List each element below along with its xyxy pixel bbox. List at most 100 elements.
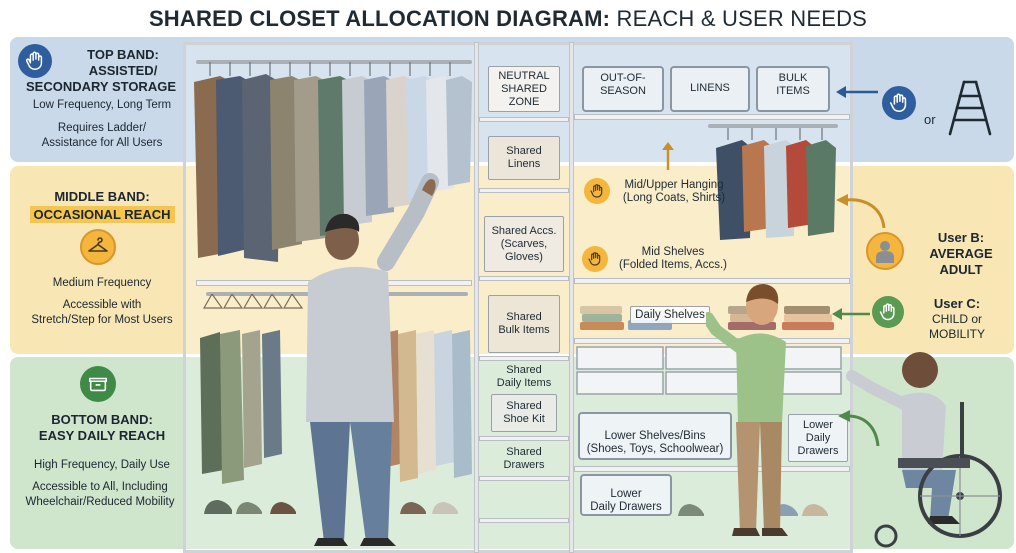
- shared-drawers-line2: Drawers: [503, 459, 545, 471]
- top-band-heading: TOP BAND: ASSISTED/: [58, 47, 188, 79]
- up-arrow-icon: [660, 140, 676, 170]
- person-child-reaching: [702, 284, 802, 546]
- top-band-heading-line2: ASSISTED/: [88, 63, 158, 78]
- hand-assist-icon: [882, 86, 916, 120]
- bin-linens: LINENS: [670, 66, 750, 112]
- mid-shelves-line2: (Folded Items, Accs.): [618, 259, 727, 271]
- shared-zone-header-line2: SHARED: [501, 82, 547, 95]
- bottom-band-access: Accessible to All, Including Wheelchair/…: [10, 480, 190, 510]
- bin-bulk-line2: ITEMS: [776, 85, 810, 97]
- bottom-band-frequency: High Frequency, Daily Use: [34, 459, 170, 471]
- lower-shelves-label: Lower Shelves/Bins (Shoes, Toys, Schoolw…: [578, 430, 732, 456]
- top-band-heading-line3: SECONDARY STORAGE: [25, 79, 176, 94]
- shared-accessories-bin: Shared Accs. (Scarves, Gloves): [484, 216, 564, 272]
- shared-accs-line2: (Scarves,: [500, 237, 548, 250]
- hand-child-icon: [872, 296, 904, 328]
- shared-drawers-label: Shared Drawers: [484, 446, 564, 472]
- mid-upper-line2: (Long Coats, Shirts): [622, 192, 726, 204]
- shared-bulk-line1: Shared: [506, 311, 542, 323]
- shared-zone-header-line3: ZONE: [508, 95, 540, 108]
- title-rest: REACH & USER NEEDS: [610, 6, 868, 31]
- bottom-band-heading-line2: EASY DAILY REACH: [38, 428, 166, 443]
- user-b-line1: User B:: [937, 230, 985, 245]
- top-band-access-line2: Assistance for All Users: [41, 137, 163, 149]
- bottom-band-access-line2: Wheelchair/Reduced Mobility: [25, 496, 175, 508]
- ladder-icon: [946, 80, 994, 136]
- center-shelf-7: [479, 518, 569, 523]
- lower-shelves-line2: (Shoes, Toys, Schoolwear): [586, 443, 724, 455]
- bin-out-of-season: OUT-OF- SEASON: [582, 66, 664, 112]
- upper-hanging-rod: [196, 60, 472, 64]
- center-shelf-5: [479, 436, 569, 441]
- hand-icon-mid-upper: [584, 178, 610, 204]
- shared-shoe-line2: Shoe Kit: [503, 413, 545, 425]
- user-c-label: User C: CHILD or MOBILITY: [908, 296, 1006, 342]
- page-title: SHARED CLOSET ALLOCATION DIAGRAM: REACH …: [0, 6, 1016, 32]
- mid-upper-line1: Mid/Upper Hanging: [624, 179, 724, 191]
- storage-box-icon: [80, 366, 116, 402]
- person-wheelchair-user: [842, 346, 1012, 551]
- top-band-heading-line1: TOP BAND:: [87, 47, 159, 62]
- shared-bulk-items-bin: Shared Bulk Items: [488, 295, 560, 353]
- user-c-line3: MOBILITY: [928, 327, 985, 341]
- bin-bulk-items: BULK ITEMS: [756, 66, 830, 112]
- middle-band-access: Accessible with Stretch/Step for Most Us…: [16, 298, 188, 328]
- lower-daily-drawers-label: Lower Daily Drawers: [580, 488, 672, 514]
- right-hanging-rod: [708, 124, 838, 128]
- right-lower-shelf: [574, 466, 850, 472]
- left-shoe-row: [200, 486, 472, 522]
- bin-bulk-line1: BULK: [778, 72, 808, 84]
- right-daily-shelf: [574, 338, 850, 344]
- neutral-shared-zone-header: NEUTRAL SHARED ZONE: [488, 66, 560, 112]
- bin-out-of-season-line1: OUT-OF-: [600, 72, 646, 84]
- daily-shelves-label: Daily Shelves: [630, 306, 710, 324]
- user-c-line2: CHILD or: [931, 312, 982, 326]
- shared-linens-line2: Linens: [507, 158, 541, 170]
- shirts-lower: [200, 292, 474, 494]
- shared-linens-bin: Shared Linens: [488, 136, 560, 180]
- center-shelf-2: [479, 188, 569, 193]
- lower-shelves-line1: Lower Shelves/Bins: [604, 430, 706, 442]
- center-shelf-6: [479, 476, 569, 481]
- lower-drawers-line2: Daily Drawers: [590, 501, 662, 513]
- hand-reach-icon: [18, 44, 52, 78]
- center-shelf-3: [479, 276, 569, 281]
- right-top-shelf: [574, 114, 850, 120]
- bin-linens-label: LINENS: [690, 82, 730, 94]
- shared-daily-line2: Daily Items: [496, 377, 552, 389]
- shared-shoe-kit-bin: Shared Shoe Kit: [491, 394, 557, 432]
- hanger-icon: [80, 229, 116, 265]
- curved-arrow-bottom-icon: [836, 404, 882, 448]
- shared-zone-header-line1: NEUTRAL: [498, 69, 550, 82]
- curved-arrow-mid-icon: [832, 194, 892, 230]
- top-band-frequency: Low Frequency, Long Term: [32, 99, 172, 111]
- middle-band-heading: OCCASIONAL REACH: [16, 206, 188, 224]
- lower-daily-line1: Lower: [803, 418, 833, 431]
- bottom-band-heading: BOTTOM BAND: EASY DAILY REACH: [16, 412, 188, 444]
- right-hanging-coats: [712, 128, 842, 244]
- user-b-avatar-icon: [866, 232, 904, 270]
- lower-daily-drawers-box: Lower Daily Drawers: [788, 414, 848, 462]
- lower-drawers-line1: Lower: [610, 488, 642, 500]
- hanger-hooks-upper: [196, 62, 472, 76]
- lower-daily-line3: Drawers: [797, 444, 839, 457]
- shared-bulk-line2: Bulk Items: [498, 324, 550, 336]
- center-shelf-1: [479, 117, 569, 122]
- mid-shelves-line1: Mid Shelves: [641, 246, 705, 258]
- shared-daily-line1: Shared: [506, 364, 542, 376]
- bottom-band-access-line1: Accessible to All, Including: [32, 481, 168, 493]
- left-arrow-c-icon: [830, 306, 870, 322]
- center-shelf-4: [479, 356, 569, 361]
- user-b-label: User B: AVERAGE ADULT: [914, 230, 1008, 278]
- mid-shelves-label: Mid Shelves (Folded Items, Accs.): [610, 246, 736, 272]
- user-b-line3: ADULT: [939, 262, 983, 277]
- lower-daily-drawers-bin: [580, 474, 672, 516]
- shared-accs-line1: Shared Accs.: [491, 224, 557, 237]
- shared-accs-line3: Gloves): [505, 250, 543, 263]
- user-b-line2: AVERAGE: [929, 246, 993, 261]
- bin-out-of-season-line2: SEASON: [600, 85, 646, 97]
- left-arrow-top-icon: [834, 84, 878, 100]
- lower-shelves-bins: [578, 412, 732, 460]
- middle-band-heading-line1: MIDDLE BAND:: [54, 189, 150, 204]
- person-adult-reaching: [298, 172, 448, 550]
